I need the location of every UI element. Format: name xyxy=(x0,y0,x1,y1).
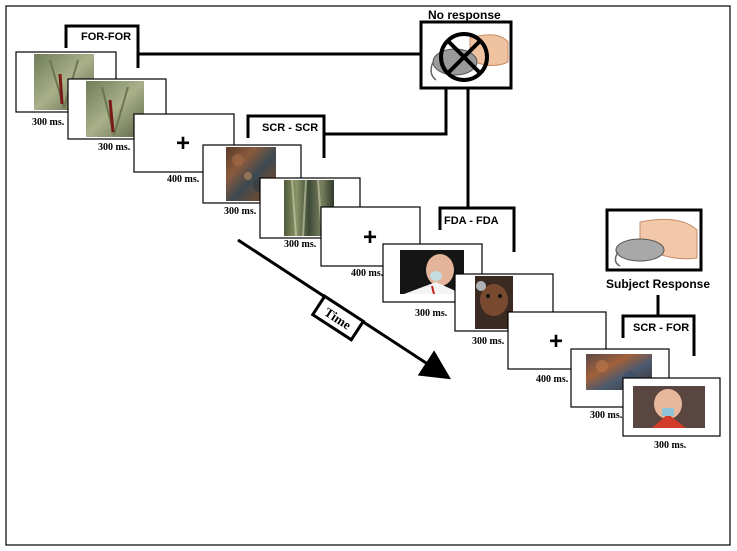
crying-child-image xyxy=(475,276,513,329)
hand-on-mouse-icon xyxy=(605,208,703,272)
oxygen-mask-man-image xyxy=(400,250,464,295)
frame-5-duration: 300 ms. xyxy=(284,239,317,250)
frame-3-duration: 400 ms. xyxy=(167,174,200,185)
frame-11 xyxy=(622,377,721,437)
scr-scr-label: SCR - SCR xyxy=(262,122,318,134)
connector-lines xyxy=(64,24,696,356)
crossed-mouse-icon xyxy=(419,20,513,90)
frame-1-duration: 300 ms. xyxy=(32,117,65,128)
outer-border xyxy=(5,5,731,546)
scr-scr-bracket xyxy=(246,114,326,158)
fda-fda-label: FDA - FDA xyxy=(444,215,499,227)
scr-scr-to-no-response-line xyxy=(324,88,448,136)
frame-7-duration: 300 ms. xyxy=(415,308,448,319)
fixation-cross: + xyxy=(176,130,190,157)
frame-8-duration: 300 ms. xyxy=(472,336,505,347)
frame-10-duration: 300 ms. xyxy=(590,410,623,421)
fda-fda-bracket xyxy=(438,206,516,252)
frame-7 xyxy=(382,243,483,303)
for-for-label: FOR-FOR xyxy=(81,31,131,43)
fixation-cross: + xyxy=(549,328,563,355)
frame-11-duration: 300 ms. xyxy=(654,440,687,451)
frame-8 xyxy=(454,273,554,332)
frame-2-duration: 300 ms. xyxy=(98,142,131,153)
fixation-cross: + xyxy=(363,224,377,251)
time-label-box: Time xyxy=(310,294,366,342)
frame-6-duration: 400 ms. xyxy=(351,268,384,279)
child-inhaler-image xyxy=(633,386,705,428)
no-response-label: No response xyxy=(428,8,501,22)
frame-4-duration: 300 ms. xyxy=(224,206,257,217)
frame-4 xyxy=(202,144,302,204)
frame-9-duration: 400 ms. xyxy=(536,374,569,385)
for-for-bracket xyxy=(64,24,140,68)
subject-response-label: Subject Response xyxy=(606,277,710,291)
scr-for-label: SCR - FOR xyxy=(633,322,689,334)
